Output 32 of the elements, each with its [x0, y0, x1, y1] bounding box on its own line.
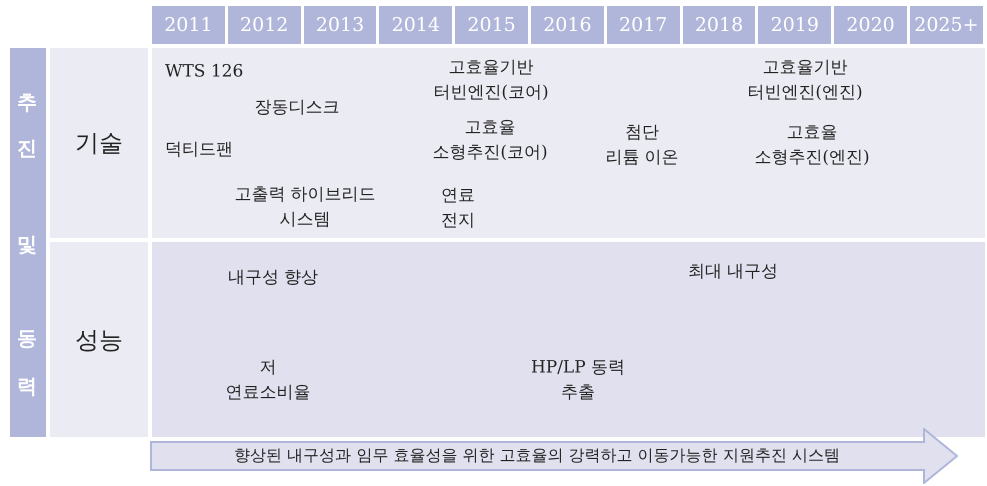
- milestone-text: 고효율기반 터빈엔진(엔진): [747, 56, 863, 104]
- year-header: 2020: [834, 6, 907, 44]
- year-header: 2016: [531, 6, 604, 44]
- milestone-text: 고출력 하이브리드 시스템: [234, 183, 376, 231]
- milestone-text: 고효율기반 터빈엔진(코어): [433, 56, 549, 104]
- row-header: 성능: [50, 242, 148, 437]
- direction-arrow: [150, 428, 958, 484]
- milestone-text: 덕티드팬: [165, 138, 233, 162]
- year-header: 2017: [606, 6, 680, 44]
- milestone-text: 내구성 향상: [228, 266, 318, 290]
- milestone-text: 고효율 소형추진(코어): [432, 116, 548, 164]
- year-header: 2014: [379, 6, 452, 44]
- year-header: 2015: [455, 6, 528, 44]
- milestone-text: 최대 내구성: [688, 260, 778, 284]
- milestone-text: WTS 126: [165, 60, 244, 84]
- row-header: 기술: [50, 48, 148, 238]
- milestone-text: 연료 전지: [441, 184, 475, 232]
- year-header: 2019: [758, 6, 832, 44]
- vertical-label: 추진 및 동력: [14, 78, 40, 408]
- year-header: 2025+: [910, 6, 983, 44]
- year-header: 2011: [152, 6, 225, 44]
- milestone-text: 장동디스크: [254, 96, 340, 120]
- year-header: 2013: [304, 6, 376, 44]
- year-header: 2018: [682, 6, 756, 44]
- arrow-caption: 향상된 내구성과 임무 효율성을 위한 고효율의 강력하고 이동가능한 지원추진 시스템: [234, 446, 840, 466]
- milestone-text: 첨단 리튬 이온: [605, 121, 679, 169]
- category-band: [10, 48, 46, 437]
- milestone-text: 저 연료소비율: [226, 356, 310, 404]
- year-header: 2012: [228, 6, 301, 44]
- milestone-text: HP/LP 동력 추출: [530, 356, 626, 404]
- timeline-panel: [152, 242, 985, 437]
- milestone-text: 고효율 소형추진(엔진): [754, 121, 870, 169]
